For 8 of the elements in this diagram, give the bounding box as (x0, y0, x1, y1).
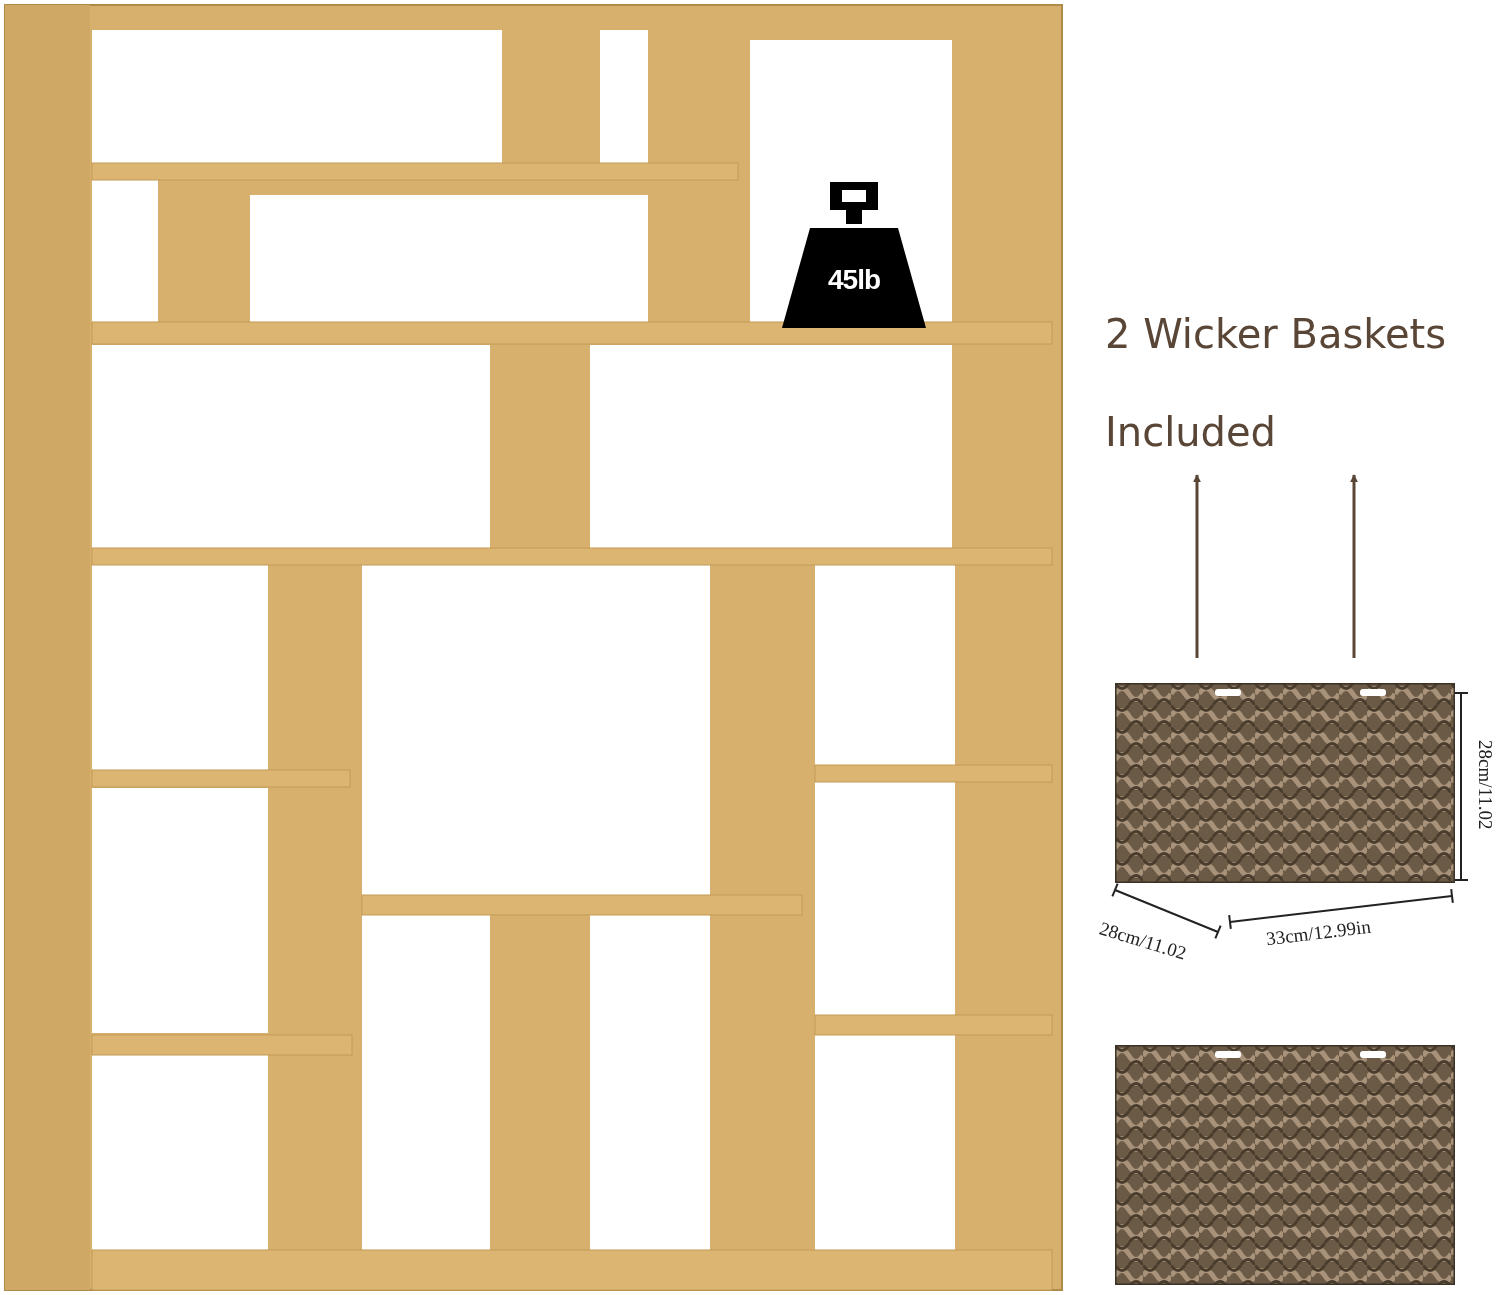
weight-label: 45lb (827, 264, 881, 296)
heading-text: 2 Wicker Baskets Included (1105, 310, 1448, 457)
dimension-label: 33cm/12.99in (1265, 915, 1372, 951)
dimension-label: 28cm/11.02 (1474, 740, 1496, 830)
wicker-basket-picture (1115, 1045, 1455, 1285)
wicker-basket-picture (1115, 683, 1455, 883)
arrow (1193, 474, 1201, 658)
arrow (1350, 474, 1358, 658)
